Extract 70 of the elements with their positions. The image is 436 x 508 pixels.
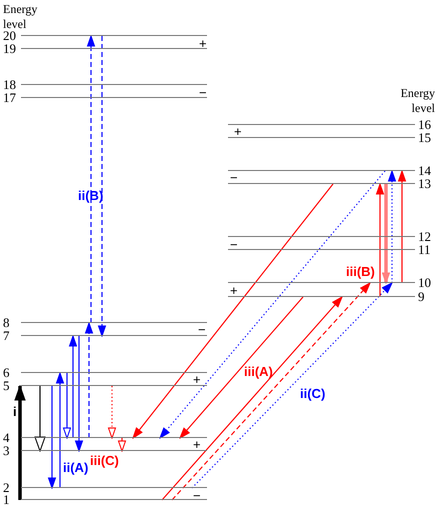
transition-label: iii(C) bbox=[90, 453, 119, 468]
level-number: 11 bbox=[418, 243, 431, 257]
energy-level bbox=[3, 316, 207, 330]
transition-arrow bbox=[382, 184, 390, 284]
transition-arrow bbox=[162, 296, 342, 500]
transition-arrow bbox=[118, 438, 126, 452]
transition-arrow bbox=[192, 282, 392, 488]
level-number: 13 bbox=[418, 177, 431, 191]
level-number: 15 bbox=[418, 131, 431, 145]
transition-label: iii(B) bbox=[346, 264, 375, 279]
parity-sign: − bbox=[199, 85, 207, 100]
energy-level bbox=[3, 78, 207, 92]
energy-level bbox=[228, 243, 433, 257]
level-number: 19 bbox=[3, 42, 16, 56]
transition-arrow bbox=[108, 386, 116, 438]
transition-arrow bbox=[34, 386, 46, 452]
axis-title: Energy level bbox=[400, 86, 435, 116]
level-number: 10 bbox=[418, 276, 431, 290]
level-number: 18 bbox=[3, 78, 16, 92]
transition-arrow bbox=[85, 322, 93, 438]
level-number: 2 bbox=[3, 481, 10, 495]
parity-sign: − bbox=[230, 237, 238, 252]
level-number: 7 bbox=[3, 329, 10, 343]
level-number: 9 bbox=[418, 290, 424, 304]
parity-sign: + bbox=[230, 283, 238, 298]
level-number: 4 bbox=[3, 431, 10, 445]
transition-arrow bbox=[172, 282, 370, 500]
energy-level bbox=[3, 42, 207, 56]
transition-arrow bbox=[14, 386, 26, 500]
level-number: 17 bbox=[3, 91, 16, 105]
level-number: 16 bbox=[418, 118, 431, 132]
energy-level bbox=[3, 481, 207, 495]
axis-title: Energy level bbox=[3, 2, 38, 31]
level-number: 3 bbox=[3, 444, 10, 458]
transition-arrow bbox=[75, 336, 83, 452]
transition-arrow bbox=[69, 336, 77, 438]
level-number: 8 bbox=[3, 316, 10, 330]
energy-level bbox=[3, 493, 207, 507]
transition-label: ii(C) bbox=[300, 386, 326, 401]
transition-arrow bbox=[48, 386, 56, 488]
level-number: 6 bbox=[3, 366, 10, 380]
energy-level bbox=[3, 329, 207, 343]
parity-sign: + bbox=[199, 36, 207, 51]
energy-level bbox=[228, 230, 433, 244]
parity-sign: + bbox=[193, 437, 201, 452]
parity-sign: + bbox=[234, 124, 242, 139]
energy-level bbox=[228, 177, 433, 191]
transition-arrow bbox=[398, 170, 406, 283]
parity-sign: − bbox=[198, 322, 206, 337]
transition-arrow bbox=[132, 184, 334, 438]
transition-label: iii(A) bbox=[244, 364, 273, 379]
level-number: 20 bbox=[3, 29, 16, 43]
transition-arrow bbox=[160, 170, 386, 438]
parity-sign: − bbox=[230, 170, 238, 185]
transition-label: ii(A) bbox=[63, 460, 88, 475]
transition-arrow bbox=[87, 36, 95, 323]
energy-level bbox=[228, 164, 433, 178]
parity-sign: + bbox=[193, 372, 201, 387]
level-number: 12 bbox=[418, 230, 431, 244]
parity-sign: − bbox=[193, 488, 201, 503]
transition-arrow bbox=[180, 296, 304, 438]
level-number: 5 bbox=[3, 379, 10, 393]
transition-arrow bbox=[376, 184, 384, 297]
transition-arrow bbox=[98, 36, 106, 336]
transition-arrow bbox=[63, 373, 71, 438]
level-number: 14 bbox=[418, 164, 431, 178]
transition-arrow bbox=[56, 372, 64, 488]
energy-level bbox=[3, 91, 207, 105]
transition-label: i bbox=[13, 404, 17, 419]
level-number: 1 bbox=[3, 493, 10, 507]
